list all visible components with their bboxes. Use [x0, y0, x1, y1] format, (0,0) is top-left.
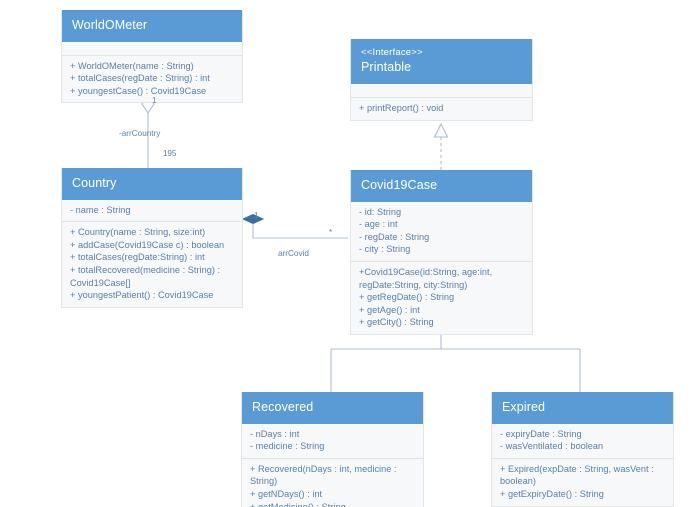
class-name-covid19case: Covid19Case [361, 178, 438, 192]
attributes-compartment-printable [351, 84, 532, 98]
methods-compartment-expired: + Expired(expDate : String, wasVent : bo… [492, 459, 673, 506]
multiplicity-covid19case-side: * [329, 228, 333, 237]
attribute-line: - id: String [359, 206, 402, 217]
method-line: + printReport() : void [359, 102, 444, 113]
class-box-expired[interactable]: Expired - expiryDate : String - wasVenti… [491, 392, 674, 507]
method-line: + Expired(expDate : String, wasVent : bo… [500, 463, 657, 487]
multiplicity-worldometer-end: 1 [152, 96, 157, 105]
attributes-compartment-country: - name : String [62, 200, 242, 223]
class-header-expired: Expired [492, 392, 673, 424]
attribute-line: - medicine : String [250, 441, 325, 452]
class-name-expired: Expired [502, 400, 546, 414]
role-label-arrcovid: arrCovid [278, 249, 309, 258]
method-line: + getMedicine() : String [250, 501, 346, 507]
class-name-recovered: Recovered [252, 400, 314, 414]
method-line: + youngestCase() : Covid19Case [70, 85, 207, 96]
class-box-recovered[interactable]: Recovered - nDays : int - medicine : Str… [241, 392, 424, 507]
method-line: + addCase(Covid19Case c) : boolean [70, 239, 225, 250]
attribute-line: - nDays : int [250, 428, 300, 439]
multiplicity-country-side: 1 [254, 211, 259, 220]
attribute-line: - wasVentilated : boolean [500, 441, 604, 452]
method-line: + getExpiryDate() : String [500, 489, 604, 499]
composition-diamond-icon [241, 213, 265, 225]
class-header-covid19case: Covid19Case [351, 170, 532, 202]
attribute-line: - regDate : String [359, 231, 430, 242]
methods-compartment-printable: + printReport() : void [351, 98, 532, 120]
attribute-line: - name : String [70, 204, 131, 215]
edge-covid19case-printable [433, 122, 449, 170]
method-line: + getRegDate() : String [359, 292, 455, 303]
class-header-recovered: Recovered [242, 392, 423, 424]
attributes-compartment-recovered: - nDays : int - medicine : String [242, 424, 423, 459]
stereotype-label-printable: <<Interface>> [361, 47, 423, 58]
methods-compartment-covid19case: +Covid19Case(id:String, age:int, regDate… [351, 262, 532, 334]
method-line: + getAge() : int [359, 304, 420, 315]
class-name-worldometer: WorldOMeter [72, 18, 148, 32]
method-line: + Country(name : String, size:int) [70, 227, 206, 238]
class-box-worldometer[interactable]: WorldOMeter + WorldOMeter(name : String)… [61, 10, 243, 104]
attribute-line: - expiryDate : String [500, 428, 582, 439]
method-line: + getCity() : String [359, 317, 434, 328]
class-box-printable[interactable]: <<Interface>> Printable + printReport() … [350, 39, 533, 121]
class-header-worldometer: WorldOMeter [62, 10, 242, 42]
method-line: + Recovered(nDays : int, medicine : Stri… [250, 463, 400, 487]
class-header-printable: <<Interface>> Printable [351, 39, 532, 84]
method-line: + totalRecovered(medicine : String) : Co… [70, 265, 223, 288]
method-line: + totalCases(regDate:String) : int [70, 252, 205, 263]
method-line: + totalCases(regDate : String) : int [70, 73, 210, 84]
class-box-country[interactable]: Country - name : String + Country(name :… [61, 168, 243, 308]
methods-compartment-country: + Country(name : String, size:int) + add… [62, 222, 242, 307]
class-name-printable: Printable [361, 60, 412, 75]
method-line: + getNDays() : int [250, 489, 323, 499]
attribute-line: - city : String [359, 244, 411, 255]
class-box-covid19case[interactable]: Covid19Case - id: String - age : int - r… [350, 170, 533, 335]
method-line: + youngestPatient() : Covid19Case [70, 290, 214, 301]
attributes-compartment-covid19case: - id: String - age : int - regDate : Str… [351, 202, 532, 262]
methods-compartment-recovered: + Recovered(nDays : int, medicine : Stri… [242, 459, 423, 507]
method-line: +Covid19Case(id:String, age:int, regDate… [359, 267, 495, 290]
attribute-line: - age : int [359, 219, 398, 230]
multiplicity-country-end: 195 [163, 149, 177, 158]
methods-compartment-worldometer: + WorldOMeter(name : String) + totalCase… [62, 56, 242, 103]
edge-country-covid19case [241, 213, 348, 239]
class-header-country: Country [62, 168, 242, 200]
class-name-country: Country [72, 176, 117, 190]
realization-triangle-icon [433, 122, 449, 138]
attributes-compartment-worldometer [62, 42, 242, 56]
attributes-compartment-expired: - expiryDate : String - wasVentilated : … [492, 424, 673, 459]
role-label-arrcountry: -arrCountry [119, 129, 161, 138]
method-line: + WorldOMeter(name : String) [70, 60, 194, 71]
